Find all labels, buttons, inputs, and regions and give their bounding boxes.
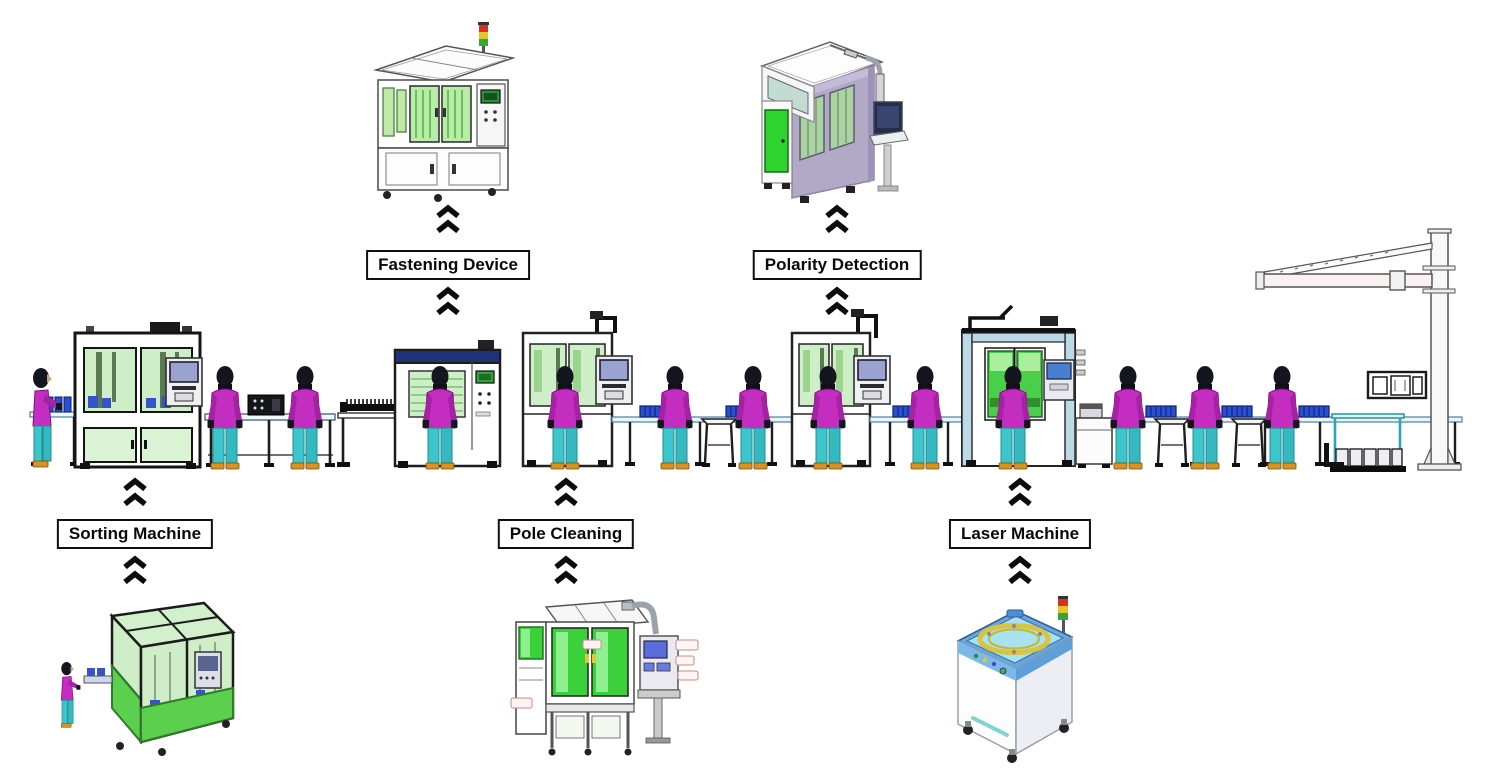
worker-figure bbox=[1187, 365, 1223, 470]
pole-cleaning-image bbox=[510, 599, 699, 756]
flow-up-icon bbox=[551, 555, 581, 587]
fastening-device-image bbox=[373, 22, 516, 202]
bins-rack bbox=[1330, 413, 1406, 472]
jib-crane bbox=[1255, 228, 1462, 471]
workbench bbox=[204, 394, 336, 467]
worker-figure bbox=[735, 365, 771, 470]
label-polarity-detection: Polarity Detection bbox=[752, 250, 922, 281]
flow-up-icon bbox=[433, 204, 463, 236]
flow-up-icon bbox=[120, 555, 150, 587]
flow-up-icon bbox=[1005, 555, 1035, 587]
worker-figure bbox=[1110, 365, 1146, 470]
black-stand bbox=[1324, 443, 1344, 467]
laser-machine-image bbox=[956, 596, 1074, 763]
flow-up-icon bbox=[822, 204, 852, 236]
polarity-line-station bbox=[790, 309, 891, 468]
flow-up-icon bbox=[551, 477, 581, 509]
worker-figure bbox=[287, 365, 323, 470]
worker-figure bbox=[907, 365, 943, 470]
sorting-machine-image bbox=[60, 601, 236, 756]
label-laser-machine: Laser Machine bbox=[948, 519, 1092, 550]
side-cabinet bbox=[1075, 403, 1113, 468]
worker-figure bbox=[657, 365, 693, 470]
label-fastening-device: Fastening Device bbox=[366, 250, 530, 281]
label-sorting-machine: Sorting Machine bbox=[56, 519, 214, 550]
worker-figure bbox=[1264, 365, 1300, 470]
sorting-line-station bbox=[73, 322, 203, 469]
flow-up-icon bbox=[822, 286, 852, 318]
flow-up-icon bbox=[433, 286, 463, 318]
polarity-detection-image bbox=[759, 41, 909, 203]
flow-up-icon bbox=[120, 477, 150, 509]
wall-box bbox=[1366, 370, 1428, 400]
worker-figure bbox=[60, 661, 81, 728]
flow-up-icon bbox=[1005, 477, 1035, 509]
label-pole-cleaning: Pole Cleaning bbox=[497, 519, 635, 550]
worker-figure bbox=[207, 365, 243, 470]
